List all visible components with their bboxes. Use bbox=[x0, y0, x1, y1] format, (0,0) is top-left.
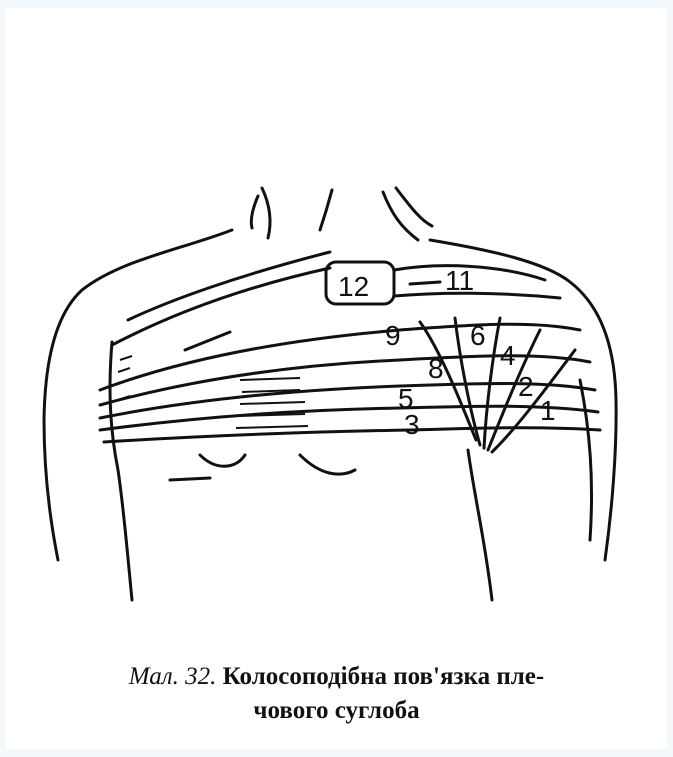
band-12-lower bbox=[112, 268, 330, 345]
lower-arrow-shaft bbox=[170, 478, 210, 480]
band-number-11: 11 bbox=[445, 265, 474, 296]
band-number-4: 4 bbox=[500, 340, 516, 371]
band-1 bbox=[104, 428, 600, 442]
arrow-12-shaft bbox=[185, 332, 230, 350]
band-number-6: 6 bbox=[470, 320, 486, 351]
right-arm-outer bbox=[580, 380, 592, 540]
neck-right-line-2 bbox=[396, 188, 432, 226]
band-number-1: 1 bbox=[540, 395, 556, 426]
caption-label: Мал. 32. bbox=[129, 663, 217, 690]
band-number-3: 3 bbox=[404, 409, 420, 440]
band-12-upper bbox=[128, 252, 330, 320]
caption-line-1: Мал. 32. Колосоподібна пов'язка пле- bbox=[0, 660, 673, 694]
band-number-9: 9 bbox=[385, 320, 401, 351]
caption-line-2: чового суглоба bbox=[0, 694, 673, 728]
caption-title-line-1: Колосоподібна пов'язка пле- bbox=[223, 663, 545, 690]
neck-right-line bbox=[383, 192, 418, 240]
figure-caption: Мал. 32. Колосоподібна пов'язка пле- чов… bbox=[0, 660, 673, 728]
neck-left-line-2 bbox=[251, 196, 258, 228]
neck-center-line bbox=[320, 190, 332, 230]
bandage-illustration: 12 11 9 8 6 5 4 3 2 1 bbox=[0, 0, 673, 640]
band-number-8: 8 bbox=[428, 353, 444, 384]
caption-title-line-2: чового суглоба bbox=[253, 697, 419, 724]
arrow-11-shaft bbox=[410, 282, 440, 284]
band-11-lower bbox=[394, 293, 560, 298]
torso-drawing: 12 11 9 8 6 5 4 3 2 1 bbox=[0, 0, 673, 640]
neck-left-line bbox=[262, 188, 270, 238]
band-number-2: 2 bbox=[518, 371, 534, 402]
right-arm-inner bbox=[468, 450, 492, 600]
chest-left-mark bbox=[200, 455, 245, 466]
chest-right-mark bbox=[300, 455, 355, 474]
band-number-12: 12 bbox=[338, 271, 369, 302]
